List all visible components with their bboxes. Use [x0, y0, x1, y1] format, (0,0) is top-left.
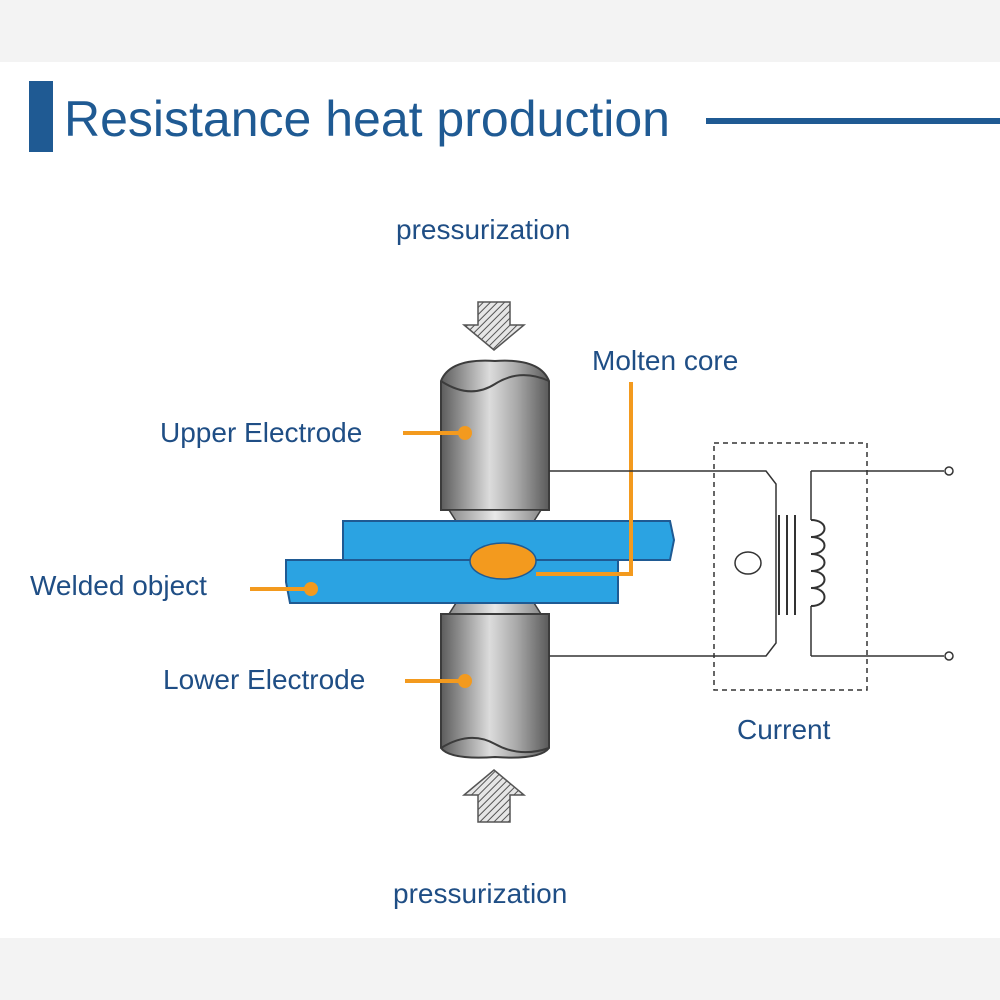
transformer-coil-icon — [734, 515, 826, 615]
page-title: Resistance heat production — [64, 91, 670, 147]
terminals — [944, 466, 954, 661]
pressurization-top-label: pressurization — [396, 214, 571, 245]
down-arrow-icon — [461, 301, 527, 351]
upper-electrode — [440, 359, 550, 522]
leader-dots — [304, 426, 472, 688]
welded-object — [285, 520, 676, 604]
molten-core-leader — [536, 382, 633, 576]
title-rule — [706, 118, 1000, 124]
welded-object-label: Welded object — [30, 570, 207, 601]
circuit-wires — [549, 470, 944, 657]
current-label: Current — [737, 714, 831, 745]
pressurization-bottom-label: pressurization — [393, 878, 568, 909]
molten-core-label: Molten core — [592, 345, 739, 376]
leader-lines — [250, 382, 633, 683]
upper-electrode-label: Upper Electrode — [160, 417, 363, 448]
title-accent-bar — [29, 81, 53, 152]
up-arrow-icon — [461, 769, 527, 823]
molten-core-nugget — [469, 542, 537, 580]
lower-electrode-label: Lower Electrode — [163, 664, 366, 695]
transformer-box — [713, 442, 868, 691]
